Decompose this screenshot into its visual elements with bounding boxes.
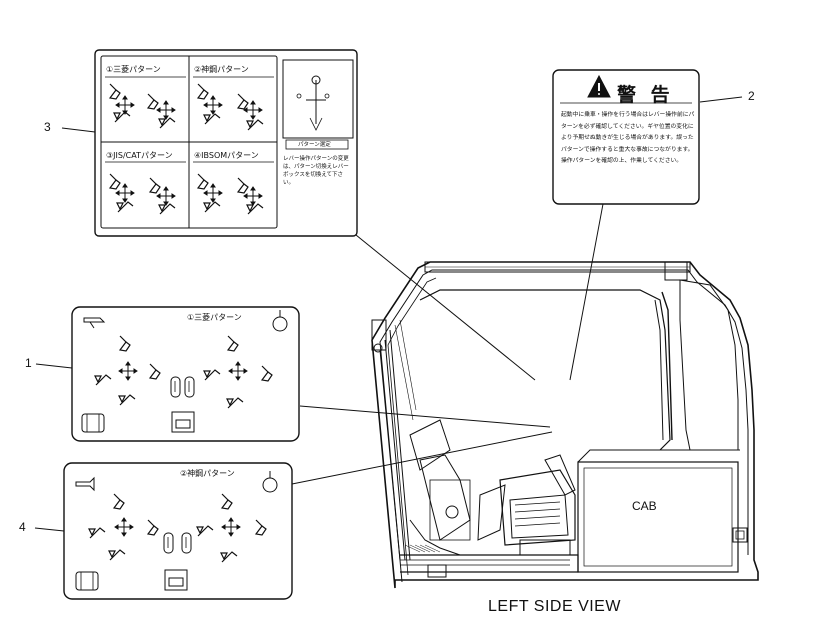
pattern-selector-caption: パターン選定 [298,142,331,148]
warning-title: 警 告 [617,84,674,106]
pattern-decal-1-title: ①三菱パターン [187,313,242,322]
pattern-chart-panel-2: ②神鋼パターン [194,65,249,74]
pattern-chart-panel-3: ③JIS/CATパターン [106,151,173,160]
leader-lines [34,96,743,532]
pattern-selector-note: レバー操作パターンの変更は、パターン切換えレバーボックスを切換えて下さい。 [283,156,349,186]
pattern-decal-1 [71,306,300,442]
pattern-chart-panel-1: ①三菱パターン [106,65,161,74]
callout-3: 3 [44,120,51,134]
pattern-decal-4-title: ②神鋼パターン [180,469,235,478]
pattern-chart-decal [94,49,358,237]
pattern-decal-4 [63,462,293,600]
cab-side-view [371,261,759,589]
warning-decal [552,69,700,205]
callout-1: 1 [25,356,32,370]
callout-2: 2 [748,89,755,103]
callout-4: 4 [19,520,26,534]
cab-label: CAB [632,499,657,513]
pattern-chart-panel-4: ④IBSOMパターン [194,151,259,160]
view-caption: LEFT SIDE VIEW [488,598,621,615]
warning-body: 起動中に乗車・操作を行う場合はレバー操作前にパターンを必ず確認してください。ギヤ… [561,112,695,164]
